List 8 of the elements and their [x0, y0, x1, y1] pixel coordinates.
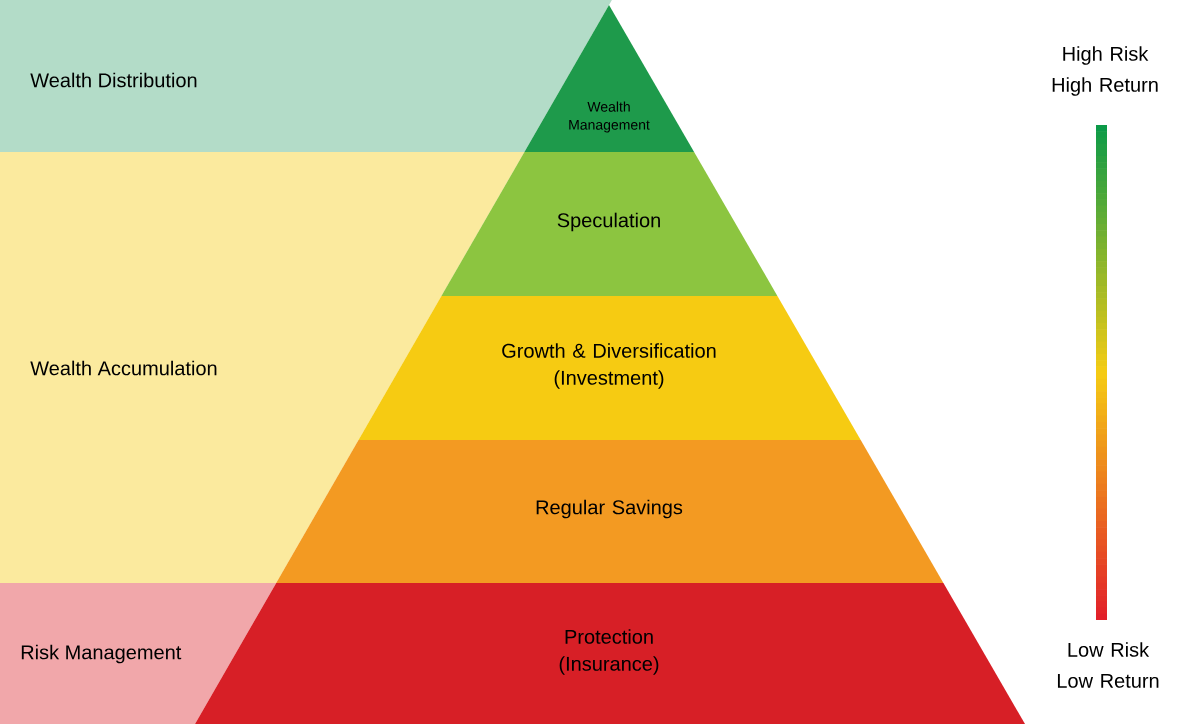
side-band: Risk Management	[0, 583, 277, 724]
pyramid-layer: Protection (Insurance)	[195, 583, 1025, 724]
scale-label: High Risk High Return	[1052, 46, 1158, 96]
pyramid-layer: Regular Savings	[276, 440, 944, 583]
pyramid-layer: Speculation	[441, 152, 778, 296]
scale-label: Low Risk Low Return	[1057, 642, 1159, 688]
pyramid-layer: Growth & Diversification (Investment)	[358, 296, 861, 440]
pyramid-layer: Wealth Management	[524, 5, 695, 152]
